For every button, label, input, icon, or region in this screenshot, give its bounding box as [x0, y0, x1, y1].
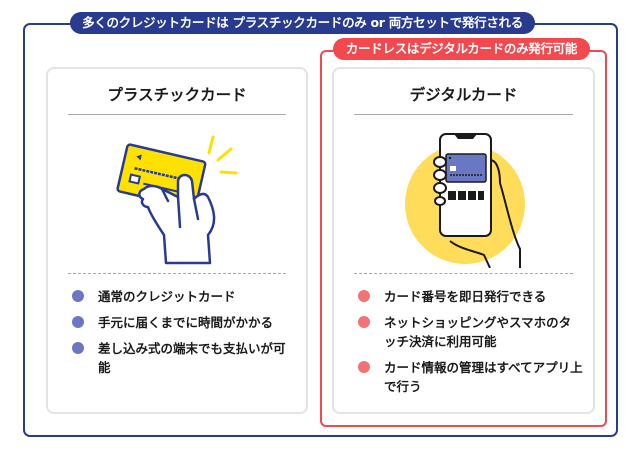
bullet-icon [72, 290, 84, 302]
bullet-icon [358, 290, 370, 302]
list-item: カード情報の管理はすべてアプリ上で行う [358, 358, 583, 396]
features-divider [354, 273, 573, 274]
bullet-icon [72, 316, 84, 328]
digital-card-illustration [334, 123, 593, 269]
cardless-label: カードレスはデジタルカードのみ発行可能 [333, 38, 590, 60]
bullet-icon [72, 342, 84, 354]
hand-holding-card-icon [116, 135, 238, 265]
list-item: ネットショッピングやスマホのタッチ決済に利用可能 [358, 313, 583, 351]
plastic-feature-list: 通常のクレジットカード 手元に届くまでに時間がかかる 差し込み式の端末でも支払い… [72, 287, 296, 384]
title-divider [68, 114, 286, 115]
list-item: 通常のクレジットカード [72, 287, 296, 306]
plastic-card-title: プラスチックカード [107, 86, 247, 104]
digital-card-title: デジタルカード [409, 86, 518, 104]
plastic-card-illustration [48, 123, 306, 268]
features-divider [68, 273, 286, 274]
bullet-icon [358, 361, 370, 373]
plastic-card-panel: プラスチックカード [46, 67, 308, 414]
digital-feature-list: カード番号を即日発行できる ネットショッピングやスマホのタッチ決済に利用可能 カ… [358, 287, 583, 403]
list-item: 差し込み式の端末でも支払いが可能 [72, 339, 296, 377]
title-divider [354, 114, 573, 115]
bullet-icon [358, 316, 370, 328]
digital-card-panel: デジタルカード [332, 67, 595, 414]
list-item: 手元に届くまでに時間がかかる [72, 313, 296, 332]
list-item: カード番号を即日発行できる [358, 287, 583, 306]
hand-holding-phone-icon [405, 133, 525, 269]
outer-label: 多くのクレジットカードは プラスチックカードのみ or 両方セットで発行される [70, 12, 535, 34]
